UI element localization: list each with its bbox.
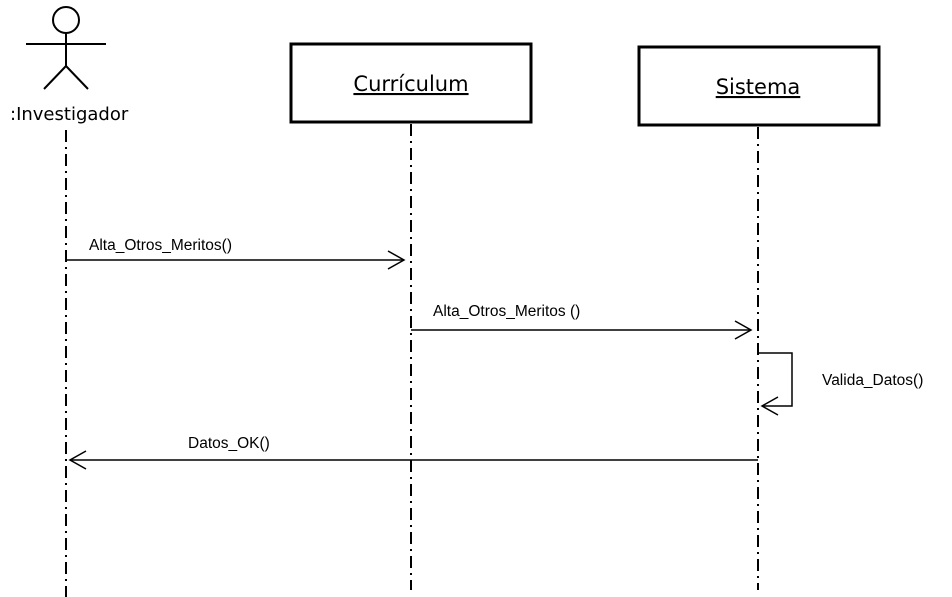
actor-label: :Investigador: [10, 104, 129, 125]
message-label: Alta_Otros_Meritos(): [89, 237, 232, 254]
message-alta-otros-meritos-1: Alta_Otros_Meritos(): [66, 237, 406, 270]
participant-label-curriculum: Currículum: [353, 72, 468, 96]
message-label: Alta_Otros_Meritos (): [433, 303, 580, 320]
participant-label-sistema: Sistema: [716, 75, 801, 99]
stick-figure-icon: [26, 6, 106, 90]
participant-curriculum: Currículum: [289, 42, 533, 124]
message-label: Valida_Datos(): [822, 372, 923, 389]
message-datos-ok: Datos_OK(): [68, 435, 758, 470]
participant-sistema: Sistema: [637, 45, 881, 127]
message-label: Datos_OK(): [188, 435, 270, 452]
message-valida-datos: Valida_Datos(): [758, 352, 923, 416]
message-alta-otros-meritos-2: Alta_Otros_Meritos (): [411, 303, 753, 340]
